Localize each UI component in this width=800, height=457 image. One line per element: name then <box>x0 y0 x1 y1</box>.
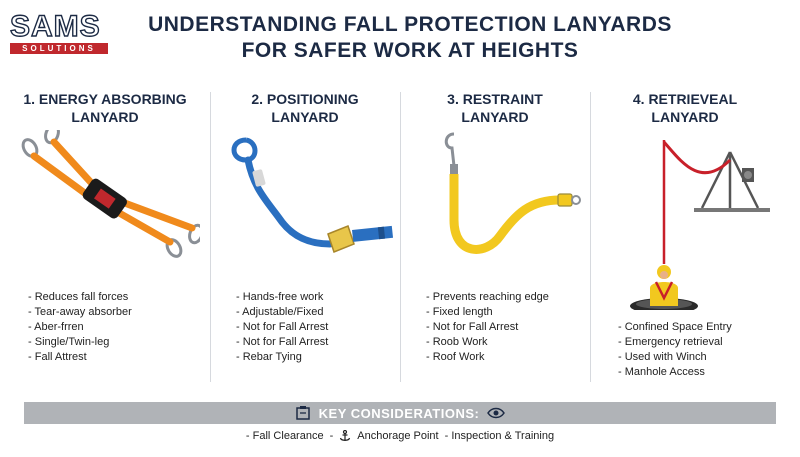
list-item: Prevents reaching edge <box>426 290 549 305</box>
key-considerations-list: - Fall Clearance - Anchorage Point - Ins… <box>0 430 800 442</box>
column-divider <box>590 92 591 382</box>
list-item: Aber-frren <box>28 320 132 335</box>
key-considerations-title: KEY CONSIDERATIONS: <box>318 405 480 421</box>
logo-wordmark: SAMS <box>9 10 101 43</box>
retrieval-lanyard-illustration <box>630 140 770 310</box>
clipboard-icon <box>295 406 310 420</box>
column-restraint: 3. RESTRAINT LANYARD Prevents reaching e… <box>400 90 590 390</box>
feature-list: Confined Space Entry Emergency retrieval… <box>618 320 732 380</box>
list-item: Reduces fall forces <box>28 290 132 305</box>
eye-icon <box>487 407 506 419</box>
list-item: Roob Work <box>426 335 549 350</box>
list-item: Not for Fall Arrest <box>426 320 549 335</box>
consideration-label: Inspection & Training <box>451 430 555 442</box>
column-title: 1. ENERGY ABSORBING LANYARD <box>10 90 200 126</box>
feature-list: Prevents reaching edge Fixed length Not … <box>426 290 549 365</box>
list-item-fall-clearance: - Fall Clearance <box>245 430 324 442</box>
list-item: Used with Winch <box>618 350 732 365</box>
column-divider <box>210 92 211 382</box>
list-item: Rebar Tying <box>236 350 328 365</box>
list-item: Single/Twin-leg <box>28 335 132 350</box>
restraint-lanyard-illustration <box>444 132 581 254</box>
column-title-line: LANYARD <box>71 109 139 125</box>
list-item: Emergency retrieval <box>618 335 732 350</box>
column-title-line: 3. RESTRAINT <box>447 91 543 107</box>
list-item: Fall Attrest <box>28 350 132 365</box>
column-energy-absorbing: 1. ENERGY ABSORBING LANYARD Reduces fall… <box>10 90 200 390</box>
page-title-line-1: UNDERSTANDING FALL PROTECTION LANYARDS <box>148 13 672 36</box>
list-item: Hands-free work <box>236 290 328 305</box>
logo-subtitle: SOLUTIONS <box>10 43 108 54</box>
separator: - <box>329 430 334 442</box>
column-title-line: LANYARD <box>461 109 529 125</box>
list-item-inspection: - Inspection & Training <box>444 430 555 442</box>
key-considerations-bar: KEY CONSIDERATIONS: <box>24 402 776 424</box>
list-item: Confined Space Entry <box>618 320 732 335</box>
column-title-line: 4. RETRIEVEAL <box>632 91 738 107</box>
column-title: 3. RESTRAINT LANYARD <box>400 90 590 126</box>
list-item: Roof Work <box>426 350 549 365</box>
anchor-icon <box>340 430 351 441</box>
column-title-line: LANYARD <box>651 109 719 125</box>
list-item: Not for Fall Arrest <box>236 320 329 335</box>
consideration-label: Fall Clearance <box>252 430 324 442</box>
column-title-line: 2. POSITIONING <box>251 91 359 107</box>
sams-logo: SAMS SOLUTIONS <box>9 10 110 54</box>
positioning-lanyard-illustration <box>231 137 394 253</box>
list-item: Fixed length <box>426 305 549 320</box>
column-title: 2. POSITIONING LANYARD <box>210 90 400 126</box>
column-title: 4. RETRIEVEAL LANYARD <box>590 90 780 126</box>
page-title: UNDERSTANDING FALL PROTECTION LANYARDS F… <box>130 12 690 64</box>
feature-list: Hands-free work Adjustable/Fixed Not for… <box>236 290 328 365</box>
list-item: Manhole Access <box>618 365 732 380</box>
feature-list: Reduces fall forces Tear-away absorber A… <box>28 290 132 365</box>
column-positioning: 2. POSITIONING LANYARD Hands-free work A… <box>210 90 400 390</box>
page-title-line-2: FOR SAFER WORK AT HEIGHTS <box>241 39 579 62</box>
energy-absorbing-lanyard-illustration <box>21 130 200 258</box>
column-title-line: 1. ENERGY ABSORBING <box>23 91 187 107</box>
list-item: Not for Fall Arrest <box>236 335 329 350</box>
list-item: Tear-away absorber <box>28 305 132 320</box>
column-divider <box>400 92 401 382</box>
list-item: Adjustable/Fixed <box>236 305 328 320</box>
consideration-label: Anchorage Point <box>357 430 439 442</box>
column-retrieval: 4. RETRIEVEAL LANYARD Confined Space Ent… <box>590 90 780 390</box>
column-title-line: LANYARD <box>271 109 339 125</box>
